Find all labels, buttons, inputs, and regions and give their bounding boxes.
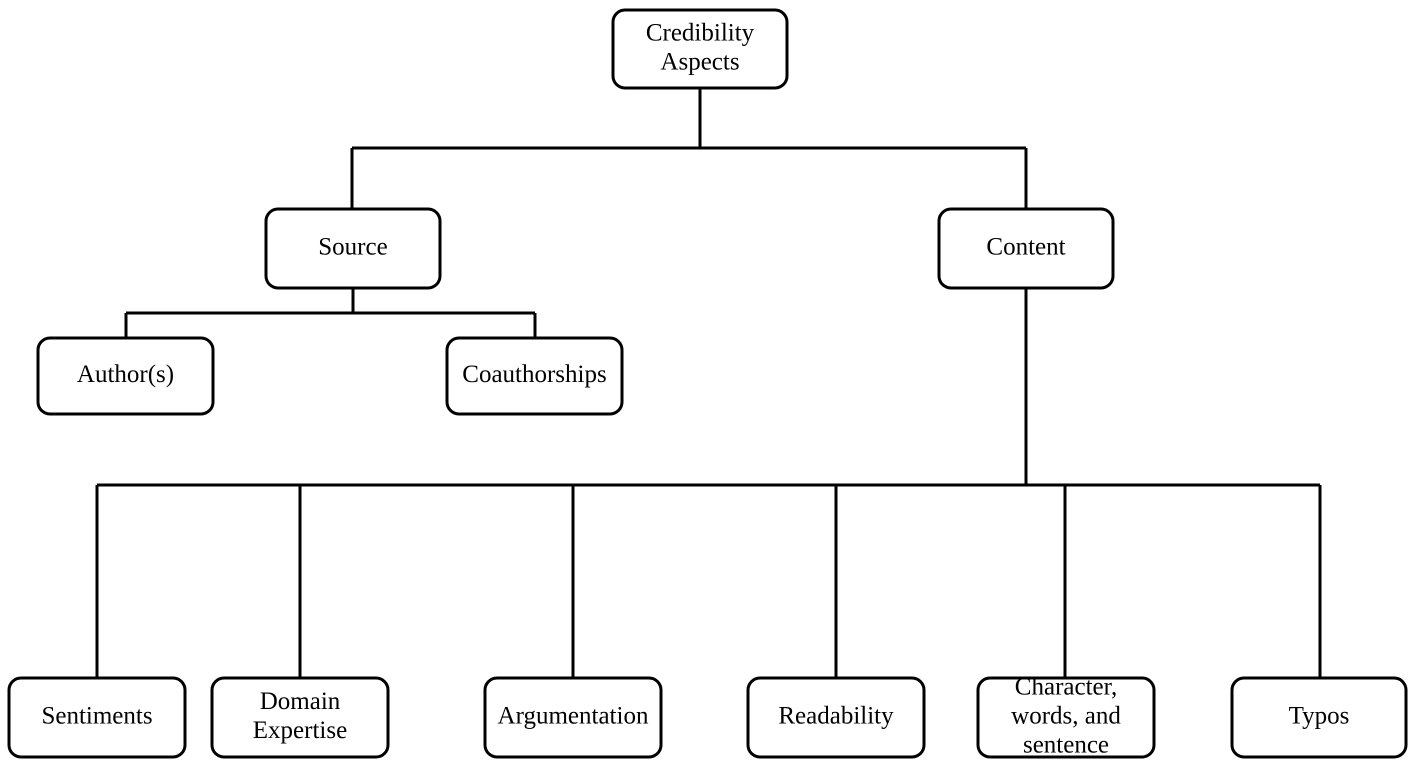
node-box-coauthorships[interactable] (445, 336, 624, 416)
node-authors[interactable]: Author(s) (36, 336, 215, 416)
node-box-credibility-aspects[interactable] (611, 8, 789, 90)
node-label-sentiments: Sentiments (41, 702, 152, 729)
node-label-line: Sentiments (41, 702, 152, 729)
node-label-line: Typos (1289, 702, 1350, 729)
node-label-authors: Author(s) (77, 361, 174, 388)
node-argumentation[interactable]: Argumentation (483, 676, 663, 759)
node-label-source: Source (318, 233, 387, 260)
node-label-line: Expertise (253, 717, 347, 744)
node-label-line: sentence (1023, 731, 1109, 758)
node-readability[interactable]: Readability (746, 676, 926, 759)
node-box-readability[interactable] (746, 676, 926, 759)
node-label-line: Aspects (660, 48, 739, 75)
node-label-line: Domain (260, 688, 341, 715)
node-label-line: Readability (778, 702, 894, 729)
node-label-line: Source (318, 233, 387, 260)
node-label-typos: Typos (1289, 702, 1350, 729)
node-label-coauthorships: Coauthorships (462, 361, 606, 388)
node-label-line: Coauthorships (462, 361, 606, 388)
node-typos[interactable]: Typos (1230, 676, 1408, 759)
node-box-domain-expertise[interactable] (210, 676, 390, 759)
node-label-line: Character, (1015, 673, 1117, 700)
node-label-readability: Readability (778, 702, 894, 729)
node-label-line: Author(s) (77, 361, 174, 388)
node-label-argumentation: Argumentation (498, 702, 649, 729)
node-label-content: Content (986, 233, 1065, 260)
connector-layer (95, 88, 1322, 678)
node-box-character-words-sentence[interactable] (976, 676, 1156, 759)
node-sentiments[interactable]: Sentiments (7, 676, 187, 759)
node-content[interactable]: Content (937, 207, 1115, 290)
node-box-content[interactable] (937, 207, 1115, 290)
node-box-authors[interactable] (36, 336, 215, 416)
node-box-sentiments[interactable] (7, 676, 187, 759)
node-coauthorships[interactable]: Coauthorships (445, 336, 624, 416)
node-source[interactable]: Source (264, 207, 442, 290)
node-label-line: words, and (1011, 702, 1121, 729)
node-box-source[interactable] (264, 207, 442, 290)
node-label-line: Argumentation (498, 702, 649, 729)
node-box-argumentation[interactable] (483, 676, 663, 759)
node-label-line: Credibility (646, 19, 755, 46)
node-label-line: Content (986, 233, 1065, 260)
node-box-typos[interactable] (1230, 676, 1408, 759)
